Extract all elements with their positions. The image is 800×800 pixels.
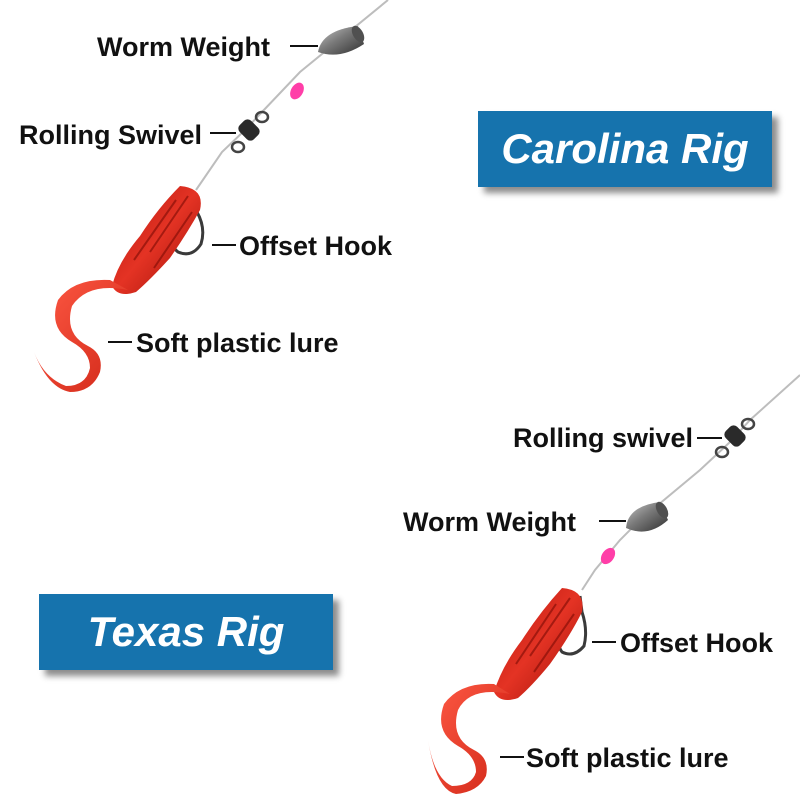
texas-rig-banner: Texas Rig <box>39 594 333 670</box>
texas-rig-title: Texas Rig <box>87 608 285 655</box>
texas-rig <box>428 374 800 794</box>
carolina-worm-weight-label: Worm Weight <box>97 32 270 62</box>
carolina-rig-title: Carolina Rig <box>501 125 749 172</box>
rolling-swivel-icon <box>714 417 756 459</box>
carolina-rig <box>34 0 389 392</box>
carolina-rig-banner: Carolina Rig <box>478 111 772 187</box>
carolina-soft-plastic-lure-label: Soft plastic lure <box>136 328 339 358</box>
texas-offset-hook-label: Offset Hook <box>620 628 774 658</box>
bead-icon <box>290 82 304 100</box>
fishing-line <box>581 374 800 591</box>
texas-worm-weight-label: Worm Weight <box>403 507 576 537</box>
bead-icon <box>600 547 616 565</box>
sinker-weight-icon <box>626 501 669 532</box>
carolina-offset-hook-label: Offset Hook <box>239 231 393 261</box>
sinker-weight-icon <box>318 25 365 55</box>
curly-tail-grub-icon <box>428 588 583 794</box>
texas-rolling-swivel-label: Rolling swivel <box>513 423 694 453</box>
texas-soft-plastic-lure-label: Soft plastic lure <box>526 743 729 773</box>
fishing-line <box>195 0 389 191</box>
curly-tail-grub-icon <box>34 186 201 392</box>
carolina-rolling-swivel-label: Rolling Swivel <box>19 120 203 150</box>
rolling-swivel-icon <box>230 110 270 154</box>
